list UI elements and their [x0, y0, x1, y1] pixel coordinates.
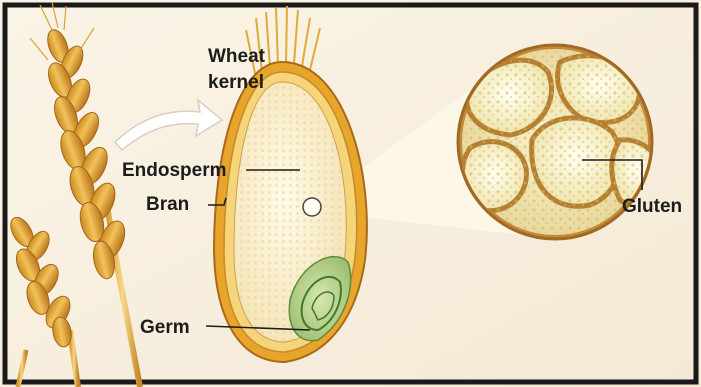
gluten-label: Gluten [622, 196, 682, 217]
germ-label: Germ [140, 317, 190, 338]
bran-label: Bran [146, 194, 189, 215]
endosperm-label: Endosperm [122, 160, 227, 181]
sample-circle-marker [303, 198, 321, 216]
wheat-kernel-title-line2: kernel [208, 72, 264, 93]
wheat-kernel-title-line1: Wheat [208, 46, 266, 67]
